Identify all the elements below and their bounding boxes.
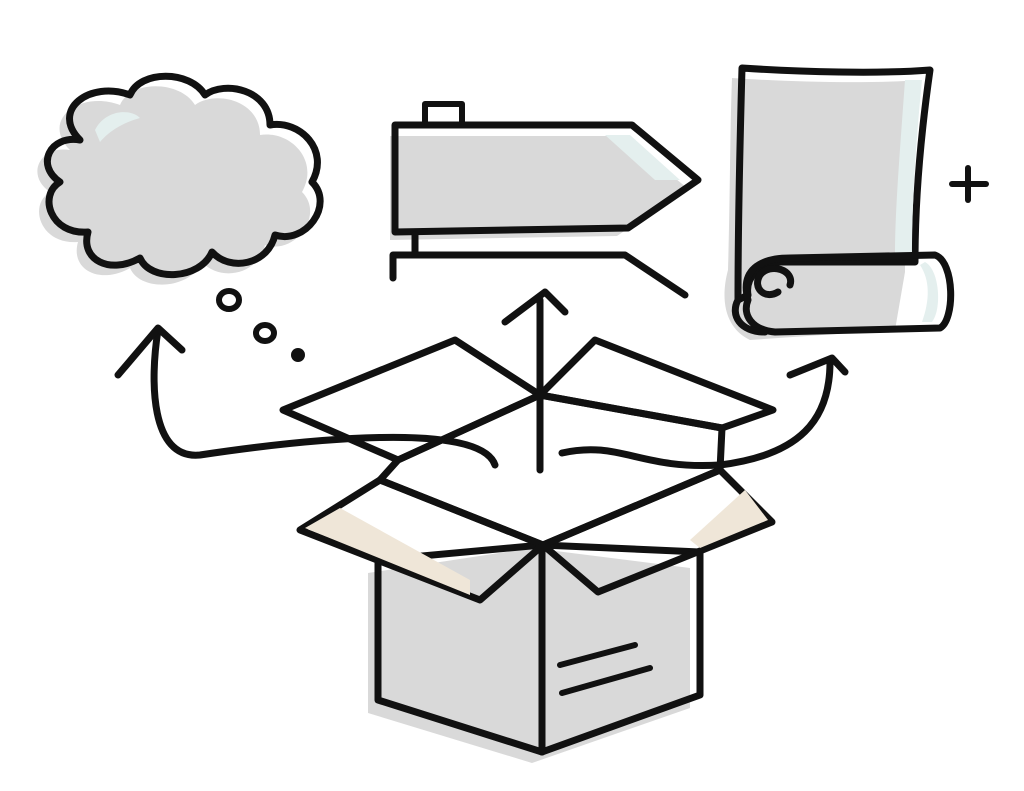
thought-bubble-medium [253,322,277,344]
scroll-roll-highlight [920,262,939,322]
scroll-shadow [724,78,920,340]
scroll-roll [742,251,955,336]
scroll-paper [734,64,934,304]
arrow-to-cloud-head [114,324,186,379]
arrow-to-scroll [558,354,849,470]
box-label-line-2 [559,665,653,696]
arrow-to-scroll-shaft [558,358,834,470]
signpost-ground [389,251,689,299]
thought-cloud-body [44,72,324,279]
box-flap-light-right [690,490,768,548]
signpost-highlight [605,135,680,180]
signpost-body [391,121,702,236]
thought-cloud-highlight [95,112,140,142]
arrow-to-signpost [501,288,569,474]
thought-bubble-large [216,288,242,312]
box-inner-back [376,391,726,549]
plus-icon [949,165,989,203]
scroll-left-edge [731,296,769,336]
arrow-to-scroll-head [786,354,849,379]
box-shadow [368,548,690,763]
open-cardboard-box-icon [279,336,777,763]
arrow-to-signpost-head [501,288,569,326]
thought-cloud-icon [37,72,324,362]
box-flap-light-left [305,508,470,595]
arrow-to-cloud-shaft [150,326,499,469]
box-label-line-1 [557,642,638,668]
scroll-curl [754,265,795,299]
scroll-highlight [895,80,922,255]
signpost-shadow [390,136,687,240]
thought-bubble-small [291,348,305,362]
box-flap-front-right [539,466,776,596]
signpost-arrow-icon [389,101,702,299]
paper-scroll-icon [724,64,955,340]
arrow-to-cloud [114,324,499,469]
signpost-tab [422,101,465,125]
